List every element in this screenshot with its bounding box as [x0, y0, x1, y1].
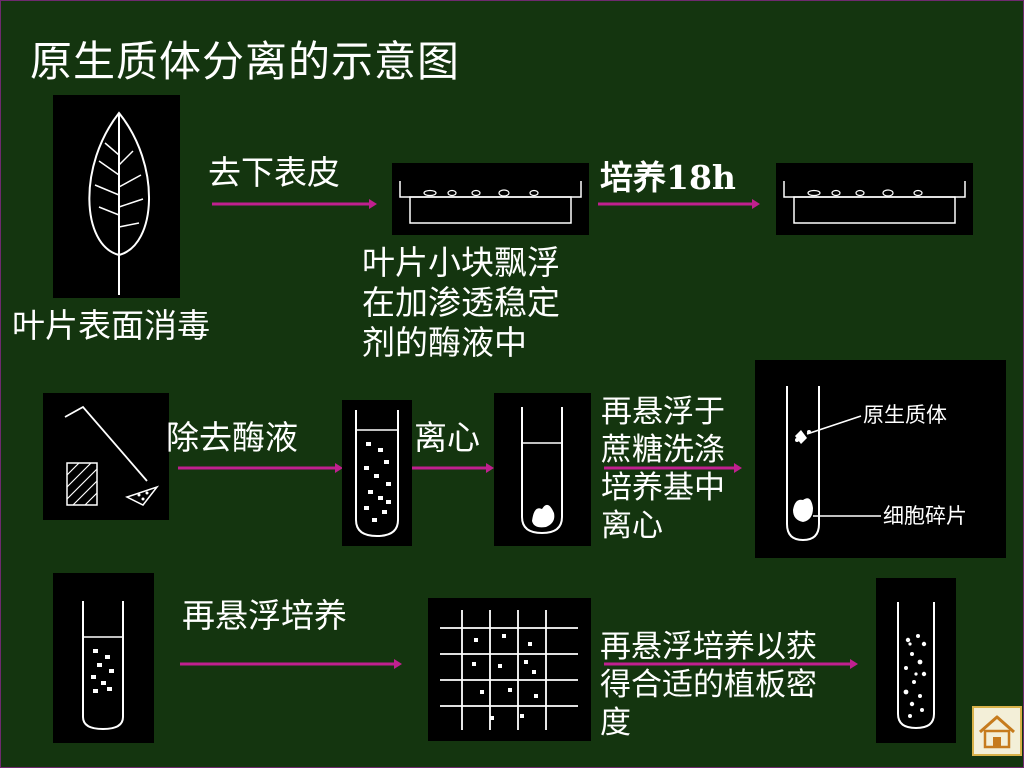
- test-tube-icon: [897, 602, 935, 730]
- counting-grid-icon: [440, 610, 578, 730]
- filter-funnel-icon: [64, 405, 160, 506]
- dish-panel-1: [392, 163, 589, 235]
- tube-panel-suspension: [342, 400, 412, 546]
- arrow-1: [212, 197, 377, 211]
- leaf-panel: [53, 95, 180, 298]
- culture-dish-icon: [783, 181, 966, 224]
- dish-panel-2: [776, 163, 973, 235]
- text-line: 培养基中: [601, 470, 725, 506]
- tube-panel-gradient: 原生质体 细胞碎片: [755, 360, 1006, 558]
- arrow-5: [604, 461, 742, 475]
- text-line: 度: [600, 705, 631, 741]
- tube-panel-culture: [53, 573, 154, 743]
- home-icon: [979, 715, 1015, 749]
- label-protoplast: 原生质体: [863, 403, 947, 427]
- arrow-2: [598, 197, 760, 211]
- arrow-6: [180, 657, 402, 671]
- label-culture-18h: 培养18h: [600, 158, 736, 197]
- label-leaf-disinfect: 叶片表面消毒: [12, 306, 210, 345]
- label-remove-epidermis: 去下表皮: [208, 153, 340, 192]
- culture-dish-icon: [399, 181, 582, 224]
- arrow-3: [178, 461, 343, 475]
- grid-plate-panel: [428, 598, 591, 741]
- text-line: 得合适的植板密: [600, 667, 817, 703]
- text-line: 蔗糖洗涤: [601, 432, 725, 468]
- text-line: 再悬浮培养以获: [600, 629, 817, 665]
- label-remove-enzyme: 除去酶液: [166, 418, 298, 457]
- label-centrifuge: 离心: [414, 418, 480, 457]
- arrow-7: [604, 657, 858, 671]
- test-tube-icon: [82, 601, 124, 731]
- gradient-tube-icon: 原生质体 细胞碎片: [786, 386, 967, 542]
- text-line: 剂的酶液中: [362, 323, 527, 362]
- tube-panel-colonies: [876, 578, 956, 743]
- label-float-in-enzyme: 叶片小块飘浮 在加渗透稳定 剂的酶液中: [362, 243, 560, 363]
- label-resuspend-sucrose: 再悬浮于 蔗糖洗涤 培养基中 离心: [601, 393, 725, 545]
- text-line: 在加渗透稳定: [362, 283, 560, 322]
- text-line: 再悬浮于: [601, 394, 725, 430]
- leaf-icon: [88, 111, 150, 295]
- label-cell-debris: 细胞碎片: [883, 504, 967, 528]
- home-button[interactable]: [972, 706, 1022, 756]
- text-line: 叶片小块飘浮: [362, 243, 560, 282]
- arrow-4: [412, 461, 494, 475]
- label-plating-density: 再悬浮培养以获 得合适的植板密 度: [600, 628, 817, 742]
- test-tube-icon: [355, 410, 399, 538]
- tube-panel-pellet: [494, 393, 591, 546]
- filter-panel: [43, 393, 169, 520]
- label-resuspend-culture: 再悬浮培养: [182, 596, 347, 635]
- slide-title: 原生质体分离的示意图: [30, 37, 461, 86]
- test-tube-icon: [521, 407, 563, 535]
- text-line: 离心: [601, 508, 663, 544]
